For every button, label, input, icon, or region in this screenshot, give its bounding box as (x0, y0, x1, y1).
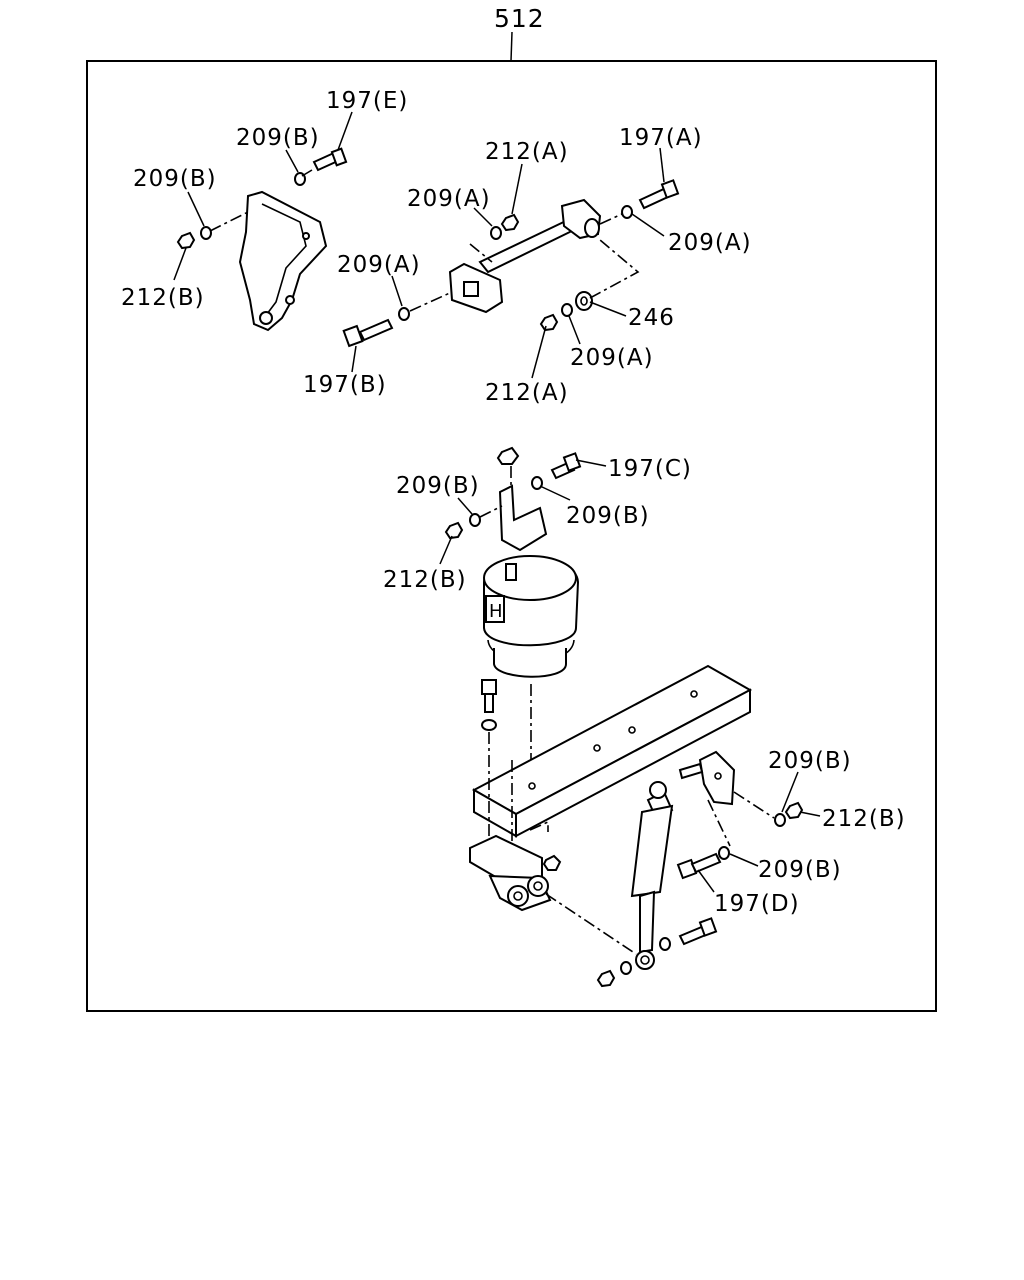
washer-209b-bag-right (531, 476, 543, 490)
callout-212a-low: 212(A) (485, 380, 569, 406)
callout-246: 246 (628, 305, 675, 331)
callout-209b-top: 209(B) (236, 125, 320, 151)
assembly-line (479, 505, 503, 518)
callout-209a-right: 209(A) (668, 230, 752, 256)
bolt-shock-lower (678, 917, 718, 946)
washer-209a-left (398, 307, 410, 321)
washer-209b-shock-low (718, 846, 730, 860)
bolt-lower-vertical (481, 679, 497, 713)
washer-209b-left (200, 226, 212, 240)
bolt-197c (550, 452, 582, 480)
callout-212b-shock: 212(B) (822, 806, 906, 832)
bolt-197a (638, 179, 680, 210)
leader-lines (173, 111, 821, 893)
callout-209b-left: 209(B) (133, 166, 217, 192)
callout-209b-shock-low: 209(B) (758, 857, 842, 883)
callout-212b-left: 212(B) (121, 285, 205, 311)
callout-209a-left: 209(A) (337, 252, 421, 278)
air-spring-emblem: H (489, 601, 504, 622)
assembly-line (529, 820, 549, 832)
washer-209b-shock-top (774, 813, 786, 827)
callout-197c: 197(C) (608, 456, 692, 482)
callout-209a-low: 209(A) (570, 345, 654, 371)
nut-212a-low (539, 313, 559, 332)
nut-shock-lower (596, 961, 632, 988)
diagram-frame (86, 60, 937, 1012)
callout-197b: 197(B) (303, 372, 387, 398)
callout-209b-bag-left: 209(B) (396, 473, 480, 499)
group-leader-line (510, 31, 513, 62)
nut-212b-shock (784, 801, 804, 820)
nut-212b-left (176, 231, 196, 250)
torque-rod (448, 198, 602, 314)
nut-lower (542, 854, 562, 871)
callout-209a-mid: 209(A) (407, 186, 491, 212)
washer-209a-mid (490, 226, 502, 240)
group-number-label: 512 (494, 4, 545, 33)
assembly-line (733, 791, 775, 819)
callout-212b-bag: 212(B) (383, 567, 467, 593)
callout-209b-bag-right: 209(B) (566, 503, 650, 529)
bolt-197e (312, 147, 348, 172)
washer-209b-bag-left (469, 513, 481, 527)
bolt-197b (342, 318, 394, 348)
air-spring-bellows: H (483, 555, 580, 678)
bolt-197d (676, 852, 722, 880)
assembly-line (209, 211, 249, 232)
callout-197e: 197(E) (326, 88, 408, 114)
shock-upper-bracket (678, 750, 736, 806)
callout-197a: 197(A) (619, 125, 703, 151)
assembly-line (469, 243, 493, 263)
assembly-line (301, 169, 313, 177)
washer-209a-low (561, 303, 573, 317)
upper-mount-bracket (238, 190, 328, 332)
lower-spring-seat (469, 834, 552, 912)
assembly-line (707, 799, 731, 847)
shock-absorber (630, 781, 674, 970)
callout-209b-shock-top: 209(B) (768, 748, 852, 774)
bushing-246 (575, 291, 593, 311)
nut-212b-bag (444, 521, 464, 540)
assembly-line (589, 239, 640, 299)
assembly-line (545, 893, 637, 955)
assembly-line (599, 213, 623, 225)
callout-212a-top: 212(A) (485, 139, 569, 165)
washer-209a-right (621, 205, 633, 219)
frame-rail (471, 664, 753, 838)
washer-lower-vertical (481, 719, 497, 731)
assembly-line (409, 291, 453, 312)
callout-197d: 197(D) (714, 891, 800, 917)
air-spring-upper-bracket (496, 446, 548, 552)
washer-shock-lower (659, 937, 671, 951)
nut-212a-top (500, 213, 520, 232)
